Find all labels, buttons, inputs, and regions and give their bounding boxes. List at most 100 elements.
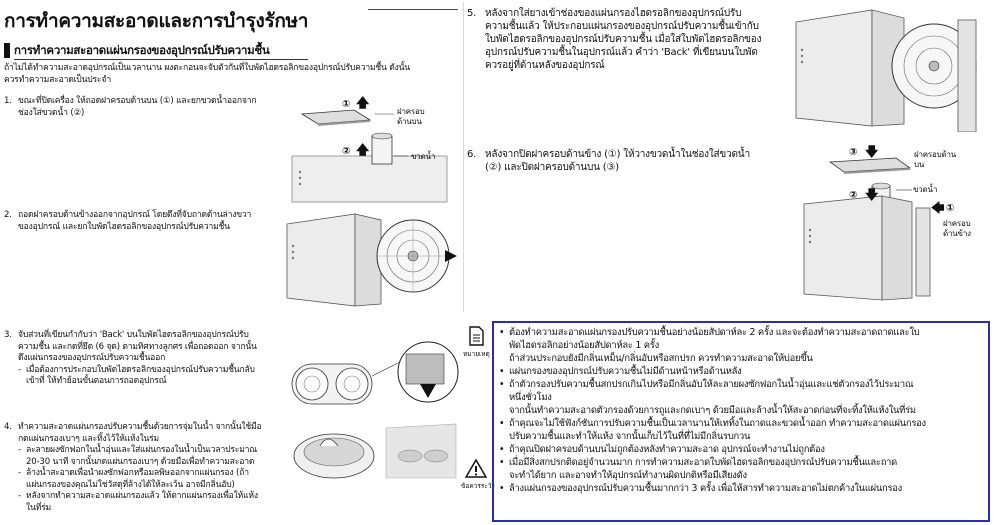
title-divider xyxy=(368,9,458,10)
step-4-figure xyxy=(293,423,457,479)
device-top-shape xyxy=(291,155,448,203)
note-bullet-3-line-3: จากนั้นทำความสะอาดตัวกรองด้วยการถูและกดเ… xyxy=(509,405,916,416)
step-6-badge-2: ② xyxy=(849,190,858,201)
caution-icon xyxy=(465,459,487,478)
note-bullet-3-line-2: หนึ่งชั่วโมง xyxy=(509,392,552,403)
note-icon xyxy=(469,326,484,346)
step-3-line-2: ความชื้น และกดที่ยึด (6 จุด) ตามทิศทางลู… xyxy=(18,341,257,352)
up-arrow-icon: 🡅 xyxy=(356,143,370,158)
section-heading: การทำความสะอาดแผ่นกรองของอุปกรณ์ปรับความ… xyxy=(4,41,308,60)
step-1-figure xyxy=(291,109,448,203)
section-title: การทำความสะอาดแผ่นกรองของอุปกรณ์ปรับความ… xyxy=(14,43,270,57)
note-bullet-1: ต้องทำความสะอาดแผ่นกรองปรับความชื้นอย่าง… xyxy=(498,326,984,339)
step-2-number: 2. xyxy=(4,210,12,220)
step-1-line-1: ขณะที่ปิดเครื่อง ให้ถอดฝาครอบด้านบน (①) … xyxy=(18,96,257,106)
note-label: หมายเหตุ xyxy=(463,350,490,358)
notes-box: ต้องทำความสะอาดแผ่นกรองปรับความชื้นอย่าง… xyxy=(492,321,990,522)
step-3-line-3: ดึงแผ่นกรองของอุปกรณ์ปรับความชื้นออก xyxy=(18,353,166,363)
section-marker xyxy=(4,43,10,58)
bottle-cap xyxy=(371,132,393,140)
intro-text: ถ้าไม่ได้ทำความสะอาดอุปกรณ์เป็นเวลานาน ผ… xyxy=(4,63,460,86)
step-4: 4. ทำความสะอาดแผ่นกรองปรับความชื้นด้วยกา… xyxy=(4,422,289,514)
step-4-line-1: ทำความสะอาดแผ่นกรองปรับความชื้นด้วยการจุ… xyxy=(18,422,262,432)
device-body xyxy=(803,195,883,301)
towel-shape xyxy=(385,423,457,479)
right-arrow-icon xyxy=(445,250,457,262)
step-6-badge-3: ③ xyxy=(849,147,858,158)
device-side xyxy=(354,213,382,307)
step-5: 5. หลังจากใส่ยางเข้าช่องของแผ่นกรองไฮดรอ… xyxy=(467,7,792,72)
left-arrow-icon: 🡄 xyxy=(931,201,945,216)
down-arrow-icon: 🡇 xyxy=(865,188,879,203)
caution-bullet-2: เมื่อมีสิ่งสกปรกติดอยู่จำนวนมาก การทำควา… xyxy=(498,456,984,469)
step-6-line-2: (②) และปิดฝาครอบด้านบน (③) xyxy=(485,162,619,173)
step-3: 3. จับส่วนที่เขียนกำกับว่า 'Back' บนใบพั… xyxy=(4,330,289,388)
step-5-line-1: หลังจากใส่ยางเข้าช่องของแผ่นกรองไฮดรอลิก… xyxy=(485,8,742,19)
step-1-line-2: ช่องใส่ขวดน้ำ (②) xyxy=(18,107,85,118)
column-divider xyxy=(463,2,464,312)
step-3-sub-line-1: เมื่อต้องการประกอบใบพัดไฮดรอลิกของอุปกรณ… xyxy=(4,365,289,377)
step-4-sub1-line-2: 20-30 นาที จากนั้นกดแผ่นกรองเบาๆ ด้วยมือ… xyxy=(26,456,255,467)
device-body xyxy=(286,213,356,307)
step-3-figure xyxy=(291,341,459,405)
step-2-figure xyxy=(286,213,457,307)
step-6: 6. หลังจากปิดฝาครอบด้านข้าง (①) ให้วางขว… xyxy=(467,148,792,174)
step-5-line-4: อุปกรณ์ปรับความชื้นในอุปกรณ์แล้ว คำว่า '… xyxy=(485,47,758,58)
step-5-line-3: ใบพัดไฮดรอลิกของอุปกรณ์ปรับความชื้น เมื่… xyxy=(485,34,762,45)
side-cover-shape xyxy=(915,207,931,297)
step-6-figure xyxy=(803,157,931,301)
note-bullet-4: ถ้าคุณจะไม่ใช้ฟังก์ชันการปรับความชื้นเป็… xyxy=(498,417,984,430)
step-5-line-5: ควรอยู่ที่ด้านหลังของอุปกรณ์ xyxy=(485,60,605,71)
step-4-line-2: กดแผ่นกรองเบาๆ และทิ้งไว้ให้แห้งในร่ม xyxy=(18,433,160,444)
device-side xyxy=(871,9,905,127)
top-cover-label: ฝาครอบด้าน บน xyxy=(914,150,957,169)
down-arrow-icon xyxy=(420,384,436,398)
bottle-label: ขวดน้ำ xyxy=(411,152,436,161)
up-arrow-icon: 🡅 xyxy=(356,96,370,111)
note-bullet-1-line-3: ถ้าส่วนประกอบยังมีกลิ่นเหม็น/กลิ่นอับหรื… xyxy=(509,353,813,364)
step-4-sub3-line-1: หลังจากทำความสะอาดแผ่นกรองแล้ว ให้ตากแผ่… xyxy=(4,491,289,503)
hand-shape xyxy=(319,438,339,447)
step-6-line-1: หลังจากปิดฝาครอบด้านข้าง (①) ให้วางขวดน้… xyxy=(485,149,751,160)
step-4-sub1-line-1: ละลายผงซักฟอกในน้ำอุ่นและใส่แผ่นกรองในน้… xyxy=(4,445,289,457)
note-bullet-4-line-2: ปรับความชื้นและทำให้แห้ง จากนั้นเก็บไว้ใ… xyxy=(509,431,751,442)
step-4-sub2-line-1: ล้างน้ำสะอาดเพื่อนำผงซักฟอกหรือมลพิษออกจ… xyxy=(4,468,289,480)
note-bullet-3: ถ้าตัวกรองปรับความชื้นสกปรกเกินไปหรือมีก… xyxy=(498,378,984,391)
step-6-number: 6. xyxy=(467,149,477,160)
side-cover-label: ฝาครอบ ด้านข้าง xyxy=(943,219,971,238)
step-5-line-2: ความชื้นแล้ว ให้ประกอบแผ่นกรองของอุปกรณ์… xyxy=(485,21,759,32)
step-1-number: 1. xyxy=(4,96,12,106)
step-5-figure xyxy=(795,9,977,132)
down-arrow-icon: 🡇 xyxy=(865,145,879,160)
intro-line-1: ถ้าไม่ได้ทำความสะอาดอุปกรณ์เป็นเวลานาน ผ… xyxy=(4,63,410,73)
step-1-badge-1: ① xyxy=(342,99,351,110)
step-1-badge-2: ② xyxy=(342,146,351,157)
note-bullet-2: แผ่นกรองของอุปกรณ์ปรับความชื้นไม่มีด้านห… xyxy=(498,365,984,378)
step-6-badge-1: ① xyxy=(946,203,955,214)
caution-label: ข้อควรระวัง xyxy=(461,482,495,490)
top-cover-edge xyxy=(318,120,370,126)
step-3-number: 3. xyxy=(4,330,12,340)
step-3-line-1: จับส่วนที่เขียนกำกับว่า 'Back' บนใบพัดไฮ… xyxy=(18,330,249,340)
side-cover-shape xyxy=(957,19,977,132)
device-side xyxy=(881,195,913,301)
caution-bullet-3: ล้างแผ่นกรองของอุปกรณ์ปรับความชื้นมากกว่… xyxy=(498,482,984,495)
section-underline xyxy=(14,59,308,60)
step-4-sub3-line-2: ในที่ร่ม xyxy=(26,502,52,513)
top-cover-label: ฝาครอบ ด้านบน xyxy=(397,107,425,126)
step-2-line-2: ของอุปกรณ์ และยกใบพัดไฮดรอลิกของอุปกรณ์ป… xyxy=(18,221,230,232)
caution-bullet-2-line-2: จะทำได้ยาก และอาจทำให้อุปกรณ์ทำงานผิดปกต… xyxy=(509,470,747,481)
intro-line-2: ควรทำความสะอาดเป็นประจำ xyxy=(4,74,111,85)
bottle-shape xyxy=(371,135,393,165)
step-4-sub2-line-2: แผ่นกรองของคุณไม่ใช่วัสดุที่ล้างได้ให้ละ… xyxy=(26,479,235,490)
page-title: การทำความสะอาดและการบำรุงรักษา xyxy=(4,10,309,32)
step-5-number: 5. xyxy=(467,8,477,19)
step-2-line-1: ถอดฝาครอบด้านข้างออกจากอุปกรณ์ โดยดึงที่… xyxy=(18,210,252,220)
note-bullet-1-line-2: พัดไฮดรอลิกอย่างน้อยสัปดาห์ละ 1 ครั้ง xyxy=(509,340,659,351)
step-2: 2. ถอดฝาครอบด้านข้างออกจากอุปกรณ์ โดยดึง… xyxy=(4,210,289,233)
step-4-number: 4. xyxy=(4,422,12,432)
step-1: 1. ขณะที่ปิดเครื่อง ให้ถอดฝาครอบด้านบน (… xyxy=(4,96,289,119)
bottle-label: ขวดน้ำ xyxy=(913,185,938,194)
step-3-sub-line-2: เข้าที่ ให้ทำย้อนขั้นตอนการถอดอุปกรณ์ xyxy=(26,376,167,386)
device-body xyxy=(795,9,873,127)
